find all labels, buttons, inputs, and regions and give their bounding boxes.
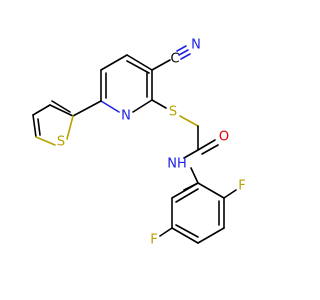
bond xyxy=(35,136,56,146)
bond xyxy=(126,54,153,71)
bond xyxy=(49,104,74,117)
bond xyxy=(183,149,199,159)
bond xyxy=(171,182,199,199)
bond xyxy=(66,115,74,140)
bond xyxy=(197,139,216,151)
atom-label-nitrile-nitrogen: N xyxy=(191,38,201,53)
bond xyxy=(37,118,41,136)
bond xyxy=(197,182,225,199)
bond xyxy=(151,59,171,71)
bond xyxy=(32,104,51,116)
bond xyxy=(126,60,150,74)
bond xyxy=(175,224,199,238)
atom-label-fluorine-bottom: F xyxy=(150,233,157,248)
bond xyxy=(132,99,153,113)
bond xyxy=(100,54,128,71)
atom-label-nitrile-carbon: C xyxy=(170,52,179,67)
atom-label-carbonyl-oxygen: O xyxy=(219,130,229,145)
bond xyxy=(159,227,173,237)
bond xyxy=(151,99,167,109)
bond xyxy=(197,227,225,244)
bond xyxy=(176,45,187,52)
atom-label-fluorine-top: F xyxy=(238,179,245,194)
atom-labels: C N N S S O NH F F xyxy=(57,38,246,248)
bond xyxy=(190,167,199,184)
bond xyxy=(223,189,237,199)
bond xyxy=(175,188,199,203)
atom-label-pyridine-nitrogen: N xyxy=(121,109,131,124)
bond xyxy=(171,227,199,244)
bond xyxy=(100,100,120,113)
bond xyxy=(201,144,219,155)
bond xyxy=(32,114,37,138)
bond xyxy=(51,100,71,113)
bonds xyxy=(32,45,237,244)
bond xyxy=(72,100,102,117)
molecule-structure: C N N S S O NH F F xyxy=(32,38,246,248)
bond xyxy=(179,115,199,127)
atom-label-amide-nitrogen: NH xyxy=(167,157,187,172)
bond xyxy=(178,49,189,56)
atom-label-thiophene-sulfur: S xyxy=(57,135,65,150)
bond xyxy=(180,53,191,60)
atom-label-thioether-sulfur: S xyxy=(169,105,177,120)
